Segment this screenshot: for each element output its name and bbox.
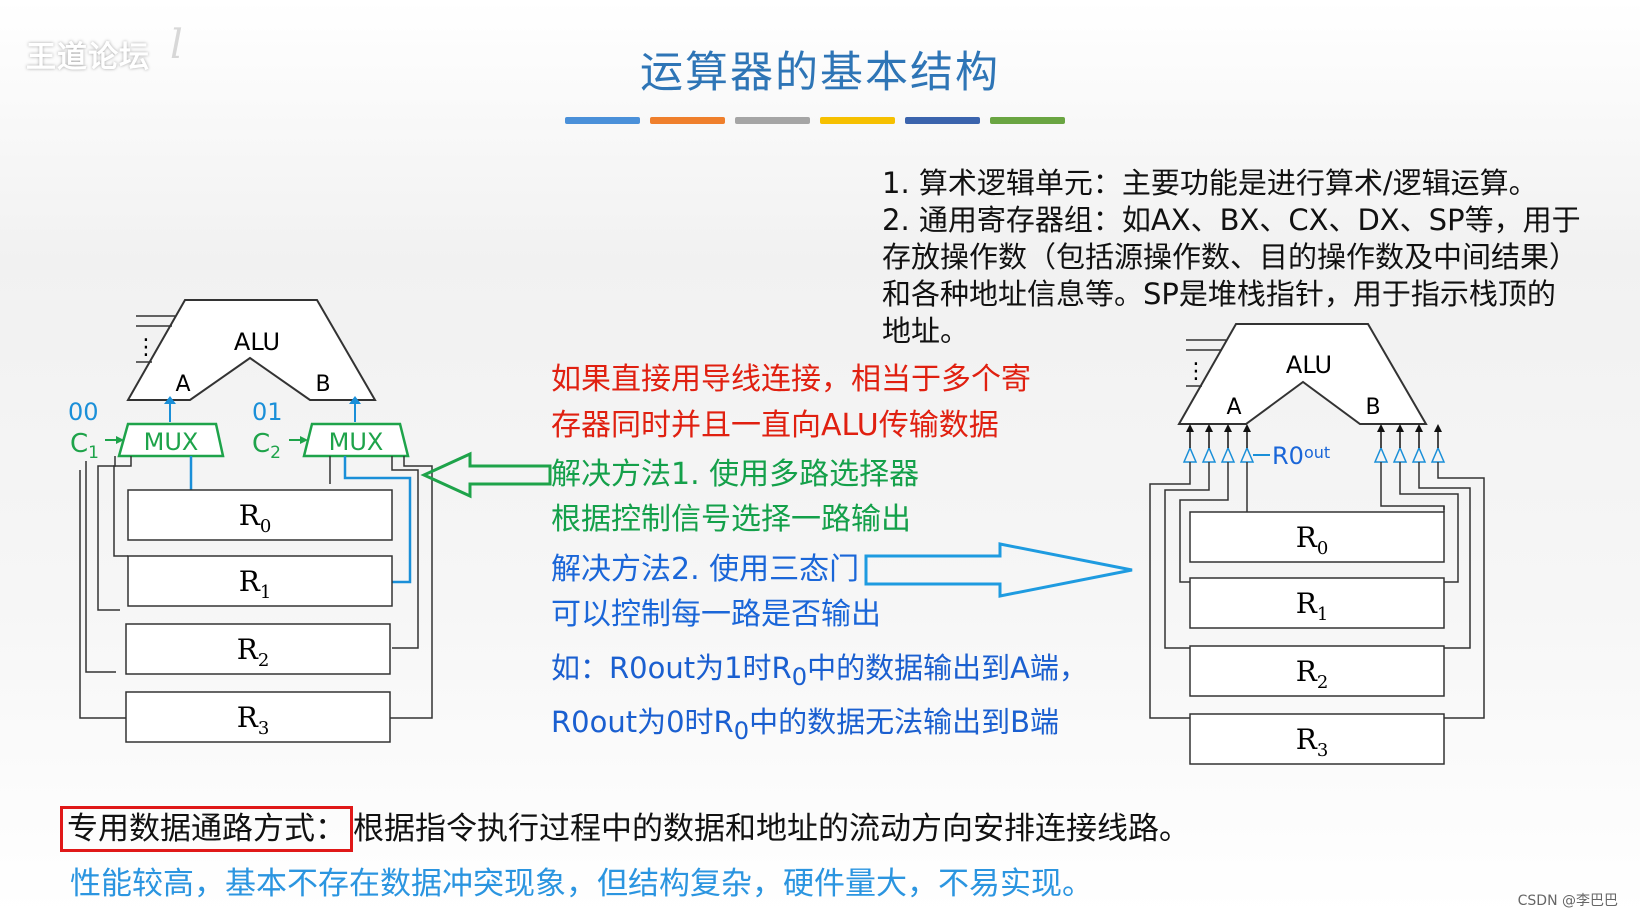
svg-text:R0: R0 — [1296, 521, 1329, 559]
left-alu-label: ALU — [234, 328, 280, 356]
right-ellipsis: ⋮ — [1185, 359, 1207, 384]
title-color-bars — [565, 117, 1065, 124]
solution2-line2: 可以控制每一路是否输出 — [551, 597, 881, 632]
mux-code-00: 00 — [68, 398, 99, 426]
color-bar — [990, 117, 1065, 124]
svg-text:R1: R1 — [1296, 587, 1329, 625]
logo-text: 王道论坛 — [26, 40, 150, 75]
slide-title: 运算器的基本结构 — [640, 48, 1000, 98]
left-register-file: R0 R1 R2 R3 — [125, 489, 393, 743]
svg-text:R3: R3 — [237, 701, 270, 739]
svg-text:R0: R0 — [239, 499, 272, 537]
right-tristate-diagram: ALU A B ⋮ R0out R0 — [1149, 323, 1485, 765]
solution1-line2: 根据控制信号选择一路输出 — [551, 502, 911, 537]
example-line2: R0out为0时R0中的数据无法输出到B端 — [551, 704, 1059, 745]
description-line: 存放操作数（包括源操作数、目的操作数及中间结果） — [882, 240, 1579, 274]
solution2-line1: 解决方法2. 使用三态门 — [551, 552, 860, 587]
right-alu-shape — [1177, 323, 1428, 425]
control-c1: C1 — [70, 429, 99, 463]
svg-text:R2: R2 — [237, 633, 270, 671]
problem-note-line1: 如果直接用导线连接，相当于多个寄 — [551, 362, 1031, 397]
dedicated-path-summary: 性能较高，基本不存在数据冲突现象，但结构复杂，硬件量大，不易实现。 — [70, 866, 1093, 902]
left-ellipsis: ⋮ — [135, 335, 157, 360]
left-mux-1 — [117, 422, 225, 458]
svg-text:R3: R3 — [1296, 723, 1329, 761]
right-port-b: B — [1365, 395, 1380, 420]
dedicated-path-label: 专用数据通路方式： — [60, 806, 353, 852]
blue-arrow-icon — [864, 542, 1133, 598]
dedicated-path-desc: 根据指令执行过程中的数据和地址的流动方向安排连接线路。 — [353, 811, 1190, 847]
description-line: 地址。 — [882, 314, 970, 348]
description-line: 和各种地址信息等。SP是堆栈指针，用于指示栈顶的 — [882, 277, 1556, 311]
solution1-line1: 解决方法1. 使用多路选择器 — [551, 457, 920, 492]
left-port-a: A — [175, 372, 190, 397]
color-bar — [565, 117, 640, 124]
mux-label: MUX — [144, 428, 199, 456]
left-mux-diagram: ALU A B ⋮ MUX MUX 00 01 C1 C2 R0 R1 R2 R… — [68, 299, 433, 743]
description-block: 1. 算术逻辑单元：主要功能是进行算术/逻辑运算。 2. 通用寄存器组：如AX、… — [882, 165, 1622, 350]
logo-mark-icon: ⅼ — [170, 22, 183, 68]
green-arrow-icon — [420, 451, 552, 499]
example-line1: 如：R0out为1时R0中的数据输出到A端， — [551, 651, 1088, 691]
left-alu-shape — [126, 299, 377, 401]
dedicated-path-line: 专用数据通路方式：根据指令执行过程中的数据和地址的流动方向安排连接线路。 — [60, 803, 1190, 852]
svg-text:R2: R2 — [1296, 655, 1329, 693]
tristate-gates-b — [1373, 446, 1446, 463]
left-port-b: B — [315, 372, 330, 397]
example-block: 如：R0out为1时R0中的数据输出到A端， R0out为0时R0中的数据无法输… — [551, 646, 1088, 754]
description-line: 2. 通用寄存器组：如AX、BX、CX、DX、SP等，用于 — [882, 203, 1581, 237]
right-alu-label: ALU — [1286, 351, 1332, 379]
watermark: CSDN @李巴巴 — [1517, 893, 1618, 909]
r0out-label: R0out — [1272, 442, 1330, 470]
svg-text:R1: R1 — [239, 565, 272, 603]
right-register-file: R0 R1 R2 R3 — [1189, 511, 1445, 765]
left-mux-2 — [302, 422, 410, 458]
tristate-gates-a — [1182, 446, 1255, 463]
color-bar — [905, 117, 980, 124]
color-bar — [650, 117, 725, 124]
problem-note-line2: 存器同时并且一直向ALU传输数据 — [551, 408, 999, 443]
mux-code-01: 01 — [252, 398, 283, 426]
description-line: 1. 算术逻辑单元：主要功能是进行算术/逻辑运算。 — [882, 166, 1538, 200]
color-bar — [735, 117, 810, 124]
color-bar — [820, 117, 895, 124]
right-port-a: A — [1226, 395, 1241, 420]
mux-label: MUX — [329, 428, 384, 456]
control-c2: C2 — [252, 429, 281, 463]
